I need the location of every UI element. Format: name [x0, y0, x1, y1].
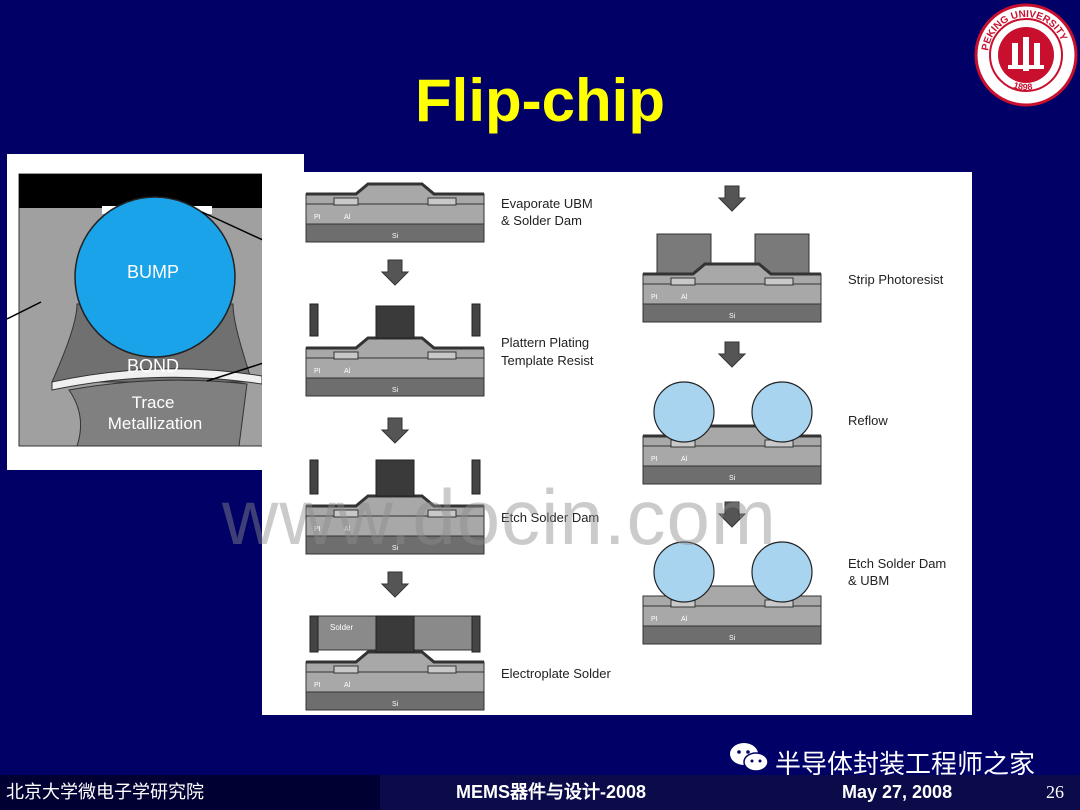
arrow-down-icon [381, 417, 409, 444]
svg-text:Si: Si [392, 545, 399, 552]
step-1-label-2: & Solder Dam [501, 213, 582, 228]
svg-text:PI: PI [651, 294, 658, 301]
step-2-diagram: PI Al Si [304, 303, 486, 398]
step-6-label-1: Reflow [848, 413, 888, 428]
step-6-diagram: PI Al Si [641, 381, 823, 486]
bump-cross-section-panel: BUMP BOND Trace Metallization [6, 154, 305, 470]
svg-text:PI: PI [651, 456, 658, 463]
bond-label: BOND [127, 356, 179, 376]
svg-text:PI: PI [314, 526, 321, 533]
step-7-label-1: Etch Solder Dam [848, 556, 946, 571]
step-5-diagram: PI Al Si [641, 233, 823, 324]
svg-text:Si: Si [729, 635, 736, 642]
svg-text:PI: PI [314, 682, 321, 689]
svg-text:Si: Si [729, 475, 736, 482]
svg-text:Solder: Solder [330, 623, 353, 632]
footer-course: MEMS器件与设计-2008 [456, 782, 647, 802]
page-number: 26 [1046, 782, 1064, 802]
svg-text:PI: PI [314, 214, 321, 221]
bump-label: BUMP [127, 262, 179, 282]
svg-text:PI: PI [314, 368, 321, 375]
svg-text:Si: Si [392, 701, 399, 708]
svg-text:Al: Al [681, 294, 688, 301]
svg-text:1898: 1898 [1012, 80, 1033, 92]
step-2-label-1: Plattern Plating [501, 335, 589, 350]
process-flow-panel: PI Al Si Evaporate UBM & Solder Dam PI A… [262, 172, 972, 715]
arrow-down-icon [718, 341, 746, 368]
step-3-diagram: PI Al Si [304, 459, 486, 556]
arrow-down-icon [718, 185, 746, 212]
arrow-down-icon [381, 571, 409, 598]
svg-text:Si: Si [392, 233, 399, 240]
bump-sphere [74, 196, 236, 358]
metallization-label: Metallization [108, 414, 203, 433]
step-1-label-1: Evaporate UBM [501, 196, 593, 211]
step-1-diagram: PI Al Si [304, 182, 486, 244]
svg-text:PI: PI [651, 616, 658, 623]
university-seal-logo: PEKING UNIVERSITY 1898 [974, 3, 1078, 107]
svg-text:Al: Al [344, 214, 351, 221]
svg-text:Al: Al [681, 456, 688, 463]
trace-label: Trace [132, 393, 175, 412]
svg-text:Al: Al [344, 682, 351, 689]
arrow-down-icon [718, 501, 746, 528]
step-3-label-1: Etch Solder Dam [501, 510, 599, 525]
step-2-label-2: Template Resist [501, 353, 594, 368]
svg-text:Si: Si [392, 387, 399, 394]
svg-text:Al: Al [344, 368, 351, 375]
slide-title: Flip-chip [415, 67, 665, 134]
arrow-down-icon [381, 259, 409, 286]
step-4-diagram: Solder PI Al Si [304, 615, 486, 712]
svg-text:Al: Al [344, 526, 351, 533]
step-4-label-1: Electroplate Solder [501, 666, 612, 681]
wechat-icon [730, 743, 769, 772]
step-5-label-1: Strip Photoresist [848, 272, 944, 287]
svg-text:Al: Al [681, 616, 688, 623]
slide-footer: 北京大学微电子学研究院 MEMS器件与设计-2008 May 27, 2008 … [0, 775, 1080, 810]
svg-text:Si: Si [729, 313, 736, 320]
step-7-diagram: PI Al Si [642, 541, 822, 645]
footer-date: May 27, 2008 [842, 782, 953, 802]
step-7-label-2: & UBM [848, 573, 889, 588]
footer-institute: 北京大学微电子学研究院 [0, 775, 380, 810]
